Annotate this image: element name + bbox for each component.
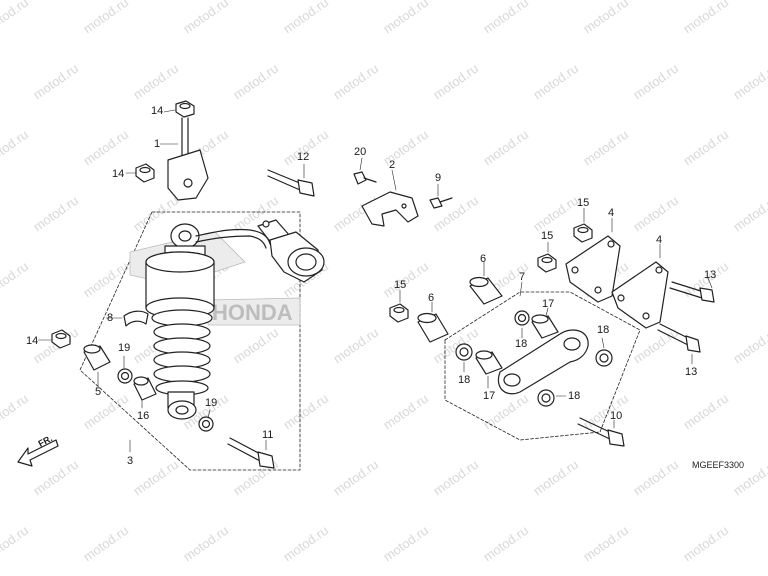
bolt-13-lower bbox=[657, 323, 701, 365]
callout-10: 10 bbox=[610, 410, 623, 422]
callout-2: 2 bbox=[389, 159, 396, 171]
collar-6-lower bbox=[417, 301, 449, 343]
seal-18-d bbox=[537, 389, 567, 407]
link-arm-7 bbox=[497, 281, 589, 395]
callout-20: 20 bbox=[354, 146, 367, 158]
nut-15-top bbox=[573, 207, 593, 243]
callout-17-a: 17 bbox=[542, 298, 555, 310]
bolt-13-upper bbox=[669, 277, 715, 303]
callout-6-upper: 6 bbox=[480, 253, 487, 265]
dust-seal-19-b bbox=[198, 409, 214, 432]
callout-13-lower: 13 bbox=[685, 366, 698, 378]
callout-7: 7 bbox=[519, 271, 526, 283]
shock-assembly-outline bbox=[79, 211, 301, 471]
front-direction-arrow bbox=[17, 439, 59, 467]
bracket-2 bbox=[361, 169, 419, 227]
bolt-20 bbox=[353, 157, 377, 185]
brand-mark-text: HONDA bbox=[212, 300, 293, 325]
callout-18-b: 18 bbox=[597, 324, 610, 336]
callout-17-b: 17 bbox=[483, 390, 496, 402]
callout-9: 9 bbox=[435, 172, 442, 184]
nut-14-lower bbox=[37, 329, 71, 349]
seal-18-b bbox=[595, 337, 613, 367]
link-assembly-outline bbox=[444, 291, 641, 441]
nut-14-top bbox=[163, 100, 195, 118]
callout-11: 11 bbox=[262, 429, 274, 441]
callout-8: 8 bbox=[107, 312, 114, 324]
bolt-10 bbox=[577, 417, 625, 447]
link-plate-4-a bbox=[565, 217, 621, 303]
callout-18-a: 18 bbox=[515, 338, 528, 350]
bearing-17-a bbox=[531, 307, 559, 339]
nut-14-left bbox=[125, 163, 155, 183]
remote-preload-adjuster bbox=[257, 219, 325, 283]
collar-5 bbox=[83, 344, 111, 387]
callout-1: 1 bbox=[154, 138, 161, 150]
callout-13-upper: 13 bbox=[704, 269, 717, 281]
nut-15-mid bbox=[537, 241, 557, 273]
callout-3: 3 bbox=[127, 455, 134, 467]
bolt-11 bbox=[227, 437, 275, 469]
upper-mount-bracket bbox=[159, 117, 209, 201]
callout-19-a: 19 bbox=[118, 342, 131, 354]
callout-14-top: 14 bbox=[151, 105, 164, 117]
callout-4-a: 4 bbox=[608, 207, 615, 219]
bolt-9 bbox=[429, 183, 453, 209]
callout-16: 16 bbox=[137, 410, 150, 422]
callout-14-left: 14 bbox=[112, 168, 125, 180]
bolt-12 bbox=[267, 163, 315, 197]
callout-5: 5 bbox=[95, 386, 102, 398]
callout-4-b: 4 bbox=[656, 234, 663, 246]
hose-clamp-8 bbox=[105, 310, 149, 327]
callout-18-d: 18 bbox=[568, 390, 581, 402]
callout-19-b: 19 bbox=[205, 397, 218, 409]
collar-16 bbox=[133, 376, 157, 409]
seal-18-a bbox=[514, 310, 530, 339]
link-plate-4-b bbox=[611, 243, 669, 329]
callout-15-mid: 15 bbox=[541, 230, 554, 242]
callout-15-top: 15 bbox=[577, 197, 590, 209]
dust-seal-19-a bbox=[117, 355, 133, 384]
callout-6-lower: 6 bbox=[428, 292, 435, 304]
rear-shock-absorber bbox=[145, 223, 215, 420]
diagram-code: MGEEF3300 bbox=[692, 460, 745, 470]
callout-18-c: 18 bbox=[458, 374, 471, 386]
callout-15-left: 15 bbox=[394, 279, 407, 291]
bearing-17-b bbox=[475, 350, 503, 389]
callout-14-lower: 14 bbox=[26, 335, 39, 347]
callout-12: 12 bbox=[297, 151, 310, 163]
nut-15-left bbox=[389, 289, 409, 323]
seal-18-c bbox=[455, 343, 473, 373]
collar-6-upper bbox=[469, 261, 503, 305]
